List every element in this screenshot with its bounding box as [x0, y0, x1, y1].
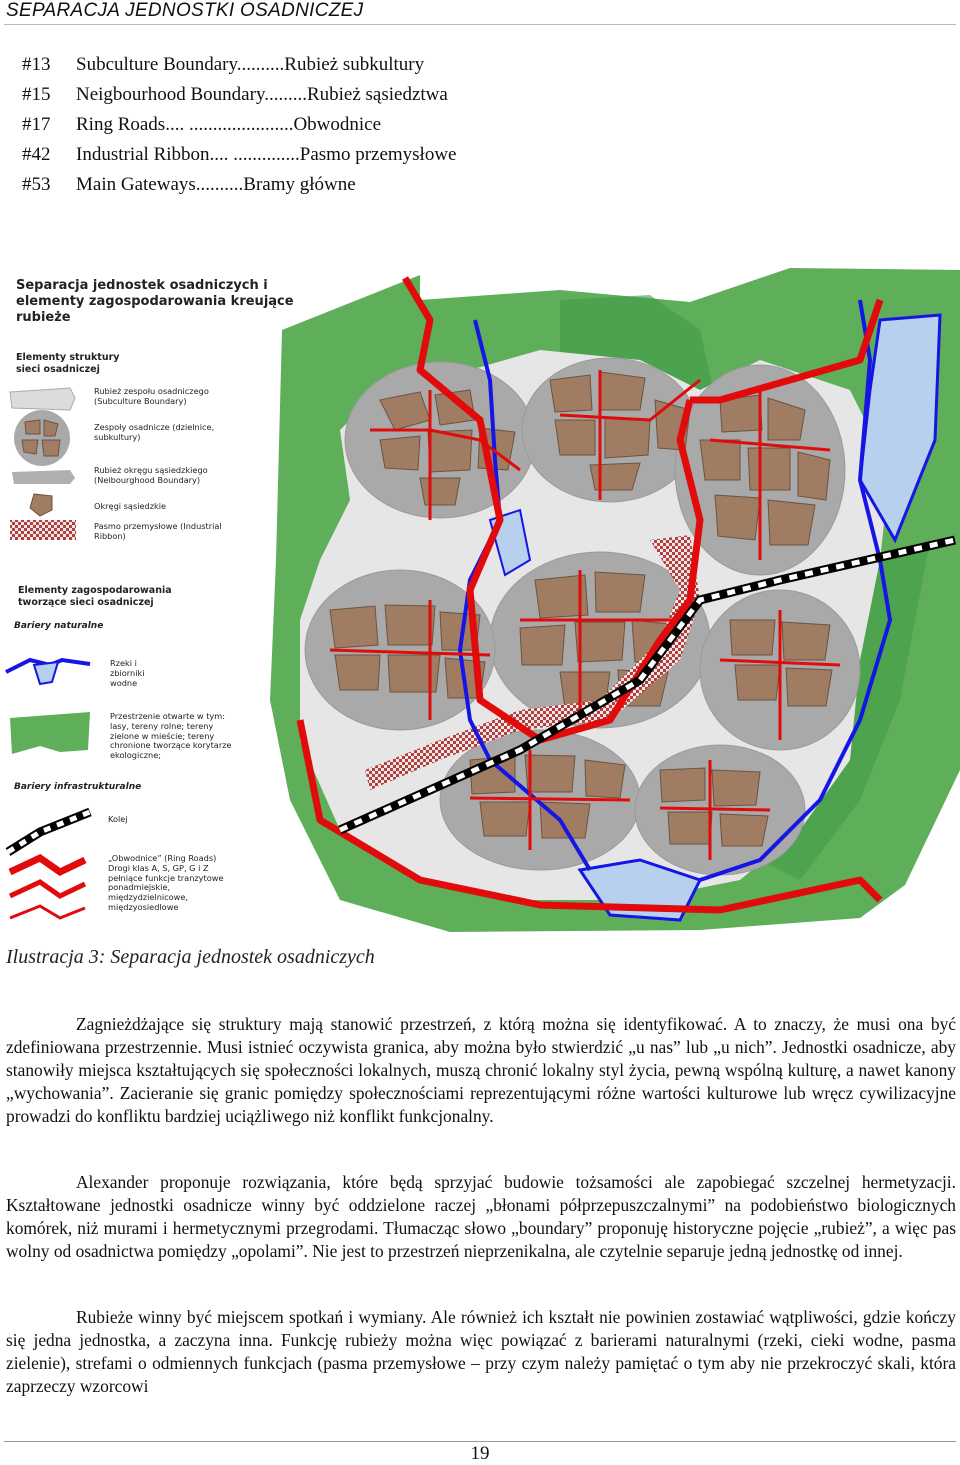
- pattern-term-list: #13 Subculture Boundary..........Rubież s…: [22, 50, 457, 200]
- term-row: #15 Neigbourhood Boundary.........Rubież …: [22, 80, 457, 110]
- railway-ties: [338, 537, 956, 833]
- term-number: #13: [22, 54, 51, 75]
- legend-title: Separacja jednostek osadniczych i elemen…: [16, 278, 294, 325]
- legend-swatch-water-body: [32, 660, 60, 686]
- legend-natural-heading: Bariery naturalne: [14, 621, 104, 631]
- footer-rule: [4, 1441, 956, 1442]
- neighbourhood-boundaries: [329, 370, 841, 860]
- legend-swatch-settlement-patches: [21, 419, 61, 457]
- legend-structure-heading: Elementy struktury sieci osadniczej: [16, 352, 120, 375]
- legend-swatch-neighbourhood-boundary: [12, 470, 75, 484]
- legend-swatch-railway: [5, 807, 92, 856]
- legend-swatch-railway-ties: [6, 809, 91, 855]
- legend-item-neighbourhood-boundary: Rubież okręgu sąsiedzkiego (Neibourghood…: [94, 465, 208, 485]
- term-row: #42 Industrial Ribbon.... ..............P…: [22, 140, 457, 170]
- legend-swatch-ring-road: [8, 853, 87, 877]
- legend-swatch-ring-road: [9, 904, 86, 920]
- page-header-title: SEPARACJA JEDNOSTKI OSADNICZEJ: [6, 0, 364, 21]
- legend-infra-heading: Bariery infrastrukturalne: [14, 782, 142, 792]
- term-number: #53: [22, 174, 51, 195]
- legend-swatch-neighbourhood: [29, 493, 53, 517]
- legend-swatch-ring-road: [8, 879, 87, 899]
- river: [457, 319, 592, 872]
- term-row: #53 Main Gateways..........Bramy główne: [22, 170, 457, 200]
- term-text: Neigbourhood Boundary.........Rubież sąs…: [76, 84, 448, 105]
- legend-item-rivers: Rzeki i zbiorniki wodne: [110, 658, 145, 688]
- term-number: #15: [22, 84, 51, 105]
- legend-development-heading: Elementy zagospodarowania tworzące sieci…: [18, 585, 172, 608]
- term-row: #13 Subculture Boundary..........Rubież s…: [22, 50, 457, 80]
- term-text: Subculture Boundary..........Rubież subk…: [76, 54, 425, 75]
- body-paragraph: Alexander proponuje rozwiązania, które b…: [6, 1172, 956, 1261]
- settlement-map-illustration: [5, 268, 960, 932]
- neighbourhood-patches: [329, 371, 833, 847]
- water-body: [858, 313, 942, 544]
- legend-item-industrial-ribbon: Pasmo przemysłowe (Industrial Ribbon): [94, 521, 222, 541]
- term-text: Ring Roads.... ......................Obw…: [76, 114, 382, 135]
- legend-item-ring-roads: „Obwodnice” (Ring Roads) Drogi klas A, S…: [108, 853, 224, 912]
- body-paragraph: Rubieże winny być miejscem spotkań i wym…: [6, 1307, 956, 1396]
- legend-swatch-subculture-boundary: [9, 387, 76, 411]
- industrial-ribbon: [365, 535, 700, 790]
- legend-item-open-spaces: Przestrzenie otwarte w tym: lasy, tereny…: [110, 711, 232, 761]
- body-paragraph: Zagnieżdżające się struktury mają stanow…: [6, 1014, 956, 1126]
- legend-item-neighbourhoods: Okręgi sąsiedzkie: [94, 501, 167, 511]
- legend-item-subculture-boundary: Rubież zespołu osadniczego (Subculture B…: [94, 386, 209, 406]
- term-number: #42: [22, 144, 51, 165]
- term-number: #17: [22, 114, 51, 135]
- term-text: Main Gateways..........Bramy główne: [76, 174, 356, 195]
- legend-swatch-industrial-ribbon: [10, 520, 76, 540]
- legend-swatch-settlement-cluster: [14, 410, 70, 466]
- page-number: 19: [470, 1443, 490, 1464]
- header-rule: [4, 24, 956, 25]
- term-row: #17 Ring Roads.... ......................…: [22, 110, 457, 140]
- legend-item-settlement-clusters: Zespoły osadnicze (dzielnice, subkultury…: [94, 422, 215, 442]
- legend-swatch-open-space: [10, 712, 90, 754]
- term-text: Industrial Ribbon.... ..............Pasm…: [76, 144, 457, 165]
- ring-roads: [296, 276, 884, 914]
- legend-item-railway: Kolej: [108, 814, 128, 824]
- legend-symbols: [5, 387, 92, 920]
- river: [699, 299, 893, 882]
- figure-caption: Ilustracja 3: Separacja jednostek osadni…: [6, 946, 375, 968]
